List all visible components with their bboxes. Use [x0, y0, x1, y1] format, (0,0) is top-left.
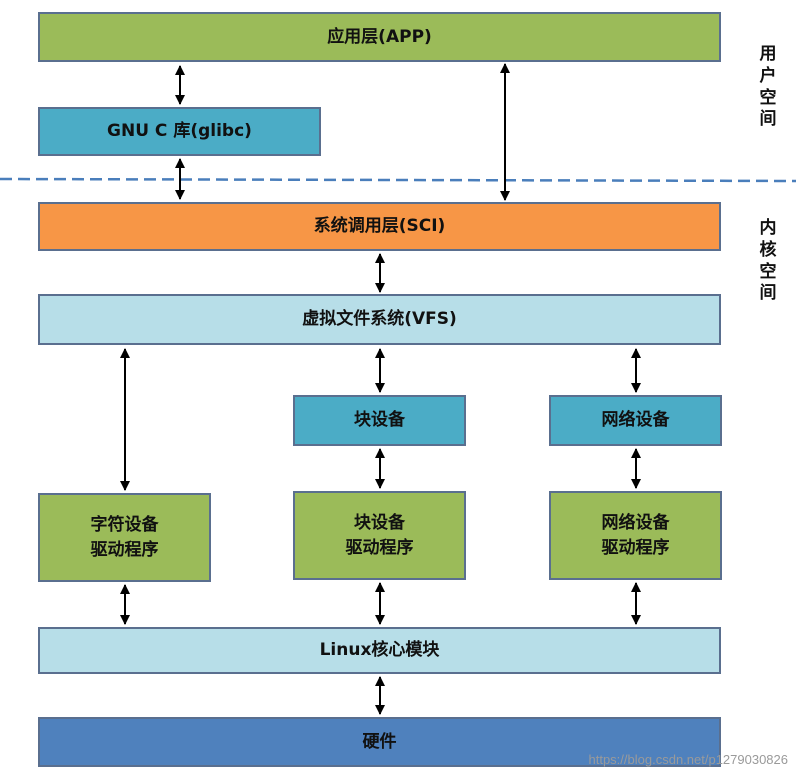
- watermark-text: https://blog.csdn.net/p1279030826: [588, 752, 789, 767]
- hardware-label: 硬件: [362, 731, 397, 752]
- user-space-label: 用 户 空 间: [756, 44, 780, 131]
- char-driver-line-1: 字符设备: [90, 514, 159, 535]
- kernel-space-char-1: 内: [759, 218, 777, 238]
- glibc-label: GNU C 库(glibc): [107, 121, 252, 142]
- kernel-space-char-2: 核: [759, 239, 777, 260]
- block-driver-line-2: 驱动程序: [345, 537, 414, 558]
- hardware-layer: 硬件: [38, 717, 721, 767]
- linux-core-layer: Linux核心模块: [38, 627, 721, 674]
- sci-layer: 系统调用层(SCI): [38, 202, 721, 251]
- block-device-label: 块设备: [354, 410, 405, 431]
- vfs-layer-label: 虚拟文件系统(VFS): [302, 309, 457, 330]
- kernel-space-label: 内 核 空 间: [756, 218, 780, 305]
- network-device-label: 网络设备: [601, 410, 670, 431]
- user-space-char-2: 户: [759, 65, 777, 86]
- linux-core-label: Linux核心模块: [319, 640, 440, 661]
- sci-layer-label: 系统调用层(SCI): [313, 216, 446, 237]
- block-driver-line-1: 块设备: [354, 512, 405, 533]
- block-driver-box: 块设备 驱动程序: [293, 491, 466, 580]
- block-device-box: 块设备: [293, 395, 466, 446]
- network-driver-box: 网络设备 驱动程序: [549, 491, 722, 580]
- network-driver-line-1: 网络设备: [601, 512, 670, 533]
- network-driver-line-2: 驱动程序: [601, 537, 670, 558]
- user-kernel-divider: [0, 177, 796, 183]
- kernel-space-char-3: 空: [759, 261, 777, 282]
- app-layer: 应用层(APP): [38, 12, 721, 62]
- user-space-char-4: 间: [759, 109, 777, 130]
- vfs-layer: 虚拟文件系统(VFS): [38, 294, 721, 345]
- kernel-space-char-4: 间: [759, 283, 777, 304]
- char-driver-box: 字符设备 驱动程序: [38, 493, 211, 582]
- app-layer-label: 应用层(APP): [327, 26, 432, 47]
- char-driver-line-2: 驱动程序: [90, 539, 159, 560]
- user-space-char-3: 空: [759, 87, 777, 108]
- user-space-char-1: 用: [759, 44, 777, 64]
- glibc-box: GNU C 库(glibc): [38, 107, 321, 156]
- network-device-box: 网络设备: [549, 395, 722, 446]
